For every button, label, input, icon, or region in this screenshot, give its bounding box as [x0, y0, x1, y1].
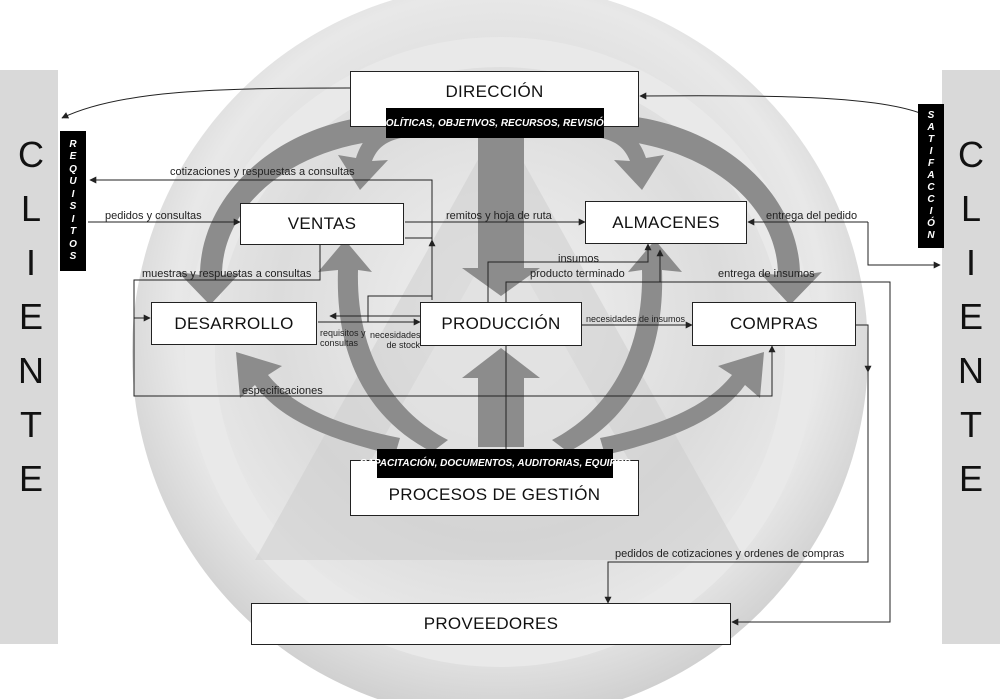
requisitos-letter: S: [69, 251, 77, 262]
sphere-inner-ring: [185, 37, 815, 667]
proveedores-box: PROVEEDORES: [251, 603, 731, 645]
satisfaccion-bar: S A T I F A C C I Ó N: [918, 104, 944, 248]
ventas-box: VENTAS: [240, 203, 404, 245]
proveedores-title: PROVEEDORES: [423, 614, 559, 633]
label-pedidos: pedidos y consultas: [105, 210, 202, 222]
satisfaccion-letter: S: [927, 110, 935, 121]
requisitos-letter: E: [69, 151, 77, 162]
desarrollo-box: DESARROLLO: [151, 302, 317, 345]
client-right-letter: E: [958, 296, 983, 337]
produccion-title: PRODUCCIÓN: [441, 314, 561, 333]
satisfaccion-letter: A: [927, 122, 935, 133]
label-necesidades-stock: necesidades de stock: [370, 330, 421, 350]
label-necesidades-insumos: necesidades de insumos: [586, 314, 686, 324]
client-right-letter: N: [958, 350, 984, 391]
requisitos-letter: U: [69, 176, 77, 187]
requisitos-letter: O: [69, 238, 77, 250]
satisfaccion-letter: F: [927, 158, 935, 169]
requisitos-letter: Q: [69, 163, 77, 175]
requisitos-letter: I: [71, 213, 75, 225]
label-remitos: remitos y hoja de ruta: [446, 210, 552, 222]
almacenes-title: ALMACENES: [612, 212, 720, 232]
satisfaccion-letter: C: [927, 182, 935, 193]
client-right-letter: L: [960, 188, 982, 229]
client-panel-left: [0, 70, 58, 644]
compras-title: COMPRAS: [729, 314, 819, 333]
produccion-box: PRODUCCIÓN: [420, 302, 582, 346]
client-left-letter: E: [18, 296, 43, 337]
client-left-letter: E: [18, 458, 43, 499]
procesos-bar: CAPACITACIÓN, DOCUMENTOS, AUDITORIAS, EQ…: [359, 449, 631, 478]
client-right-letter: I: [965, 242, 976, 283]
requisitos-bar: R E Q U I S I T O S: [60, 131, 86, 271]
client-left-letter: C: [18, 134, 44, 175]
almacenes-box: ALMACENES: [585, 201, 747, 244]
requisitos-letter: S: [69, 201, 77, 212]
satisfaccion-letter: Ó: [927, 218, 935, 229]
procesos-title: PROCESOS DE GESTIÓN: [388, 485, 601, 504]
ventas-title: VENTAS: [287, 214, 357, 233]
label-muestras: muestras y respuestas a consultas: [142, 268, 312, 280]
requisitos-letter: T: [69, 226, 77, 237]
grey-flow-arrows: [178, 115, 822, 455]
client-right-label: C L I E N T E: [942, 128, 1000, 506]
satisfaccion-letter: C: [927, 194, 935, 205]
requisitos-letter: I: [71, 188, 75, 200]
desarrollo-title: DESARROLLO: [174, 313, 294, 333]
label-insumos: insumos: [558, 253, 599, 265]
satisfaccion-letter: A: [927, 170, 935, 181]
client-right-letter: T: [960, 404, 982, 445]
requisitos-letter: R: [69, 138, 77, 150]
satisfaccion-letter: N: [927, 230, 935, 241]
client-panel-right: [942, 70, 1000, 644]
direccion-bar: POLÍTICAS, OBJETIVOS, RECURSOS, REVISIÓN: [379, 108, 611, 138]
label-requisitos-consultas: requisitos y consultas: [320, 328, 366, 348]
label-entrega-pedido: entrega del pedido: [766, 210, 858, 222]
client-right-letter: C: [958, 134, 984, 175]
label-pedidos-cotizaciones: pedidos de cotizaciones y ordenes de com…: [615, 548, 845, 560]
label-cotizaciones: cotizaciones y respuestas a consultas: [170, 166, 355, 178]
client-left-letter: L: [20, 188, 42, 229]
label-especificaciones: especificaciones: [242, 385, 323, 397]
client-left-letter: I: [25, 242, 36, 283]
client-left-letter: N: [18, 350, 44, 391]
client-right-letter: E: [958, 458, 983, 499]
client-left-letter: T: [20, 404, 42, 445]
satisfaccion-letter: I: [929, 146, 933, 157]
connector-lines: [61, 87, 941, 626]
satisfaccion-letter: I: [929, 206, 933, 217]
client-left-label: C L I E N T E: [2, 128, 60, 506]
compras-box: COMPRAS: [692, 302, 856, 346]
label-entrega-insumos: entrega de insumos: [718, 268, 815, 280]
direccion-title: DIRECCIÓN: [445, 82, 544, 101]
label-producto-terminado: producto terminado: [530, 268, 625, 280]
satisfaccion-letter: T: [927, 134, 935, 145]
